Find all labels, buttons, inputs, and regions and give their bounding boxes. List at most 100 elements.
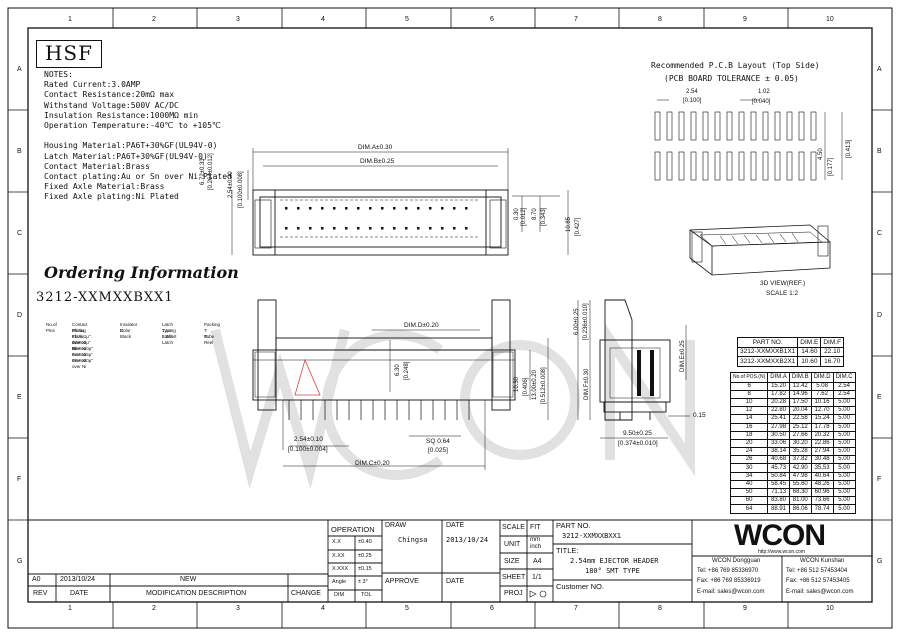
date-value: 2013/10/24 <box>446 536 489 544</box>
table-cell: 16 <box>729 422 769 432</box>
table-cell: 35.53 <box>810 463 834 473</box>
zone-col-8-bottom: 8 <box>658 605 662 612</box>
ordering-option: R: Reel <box>204 334 214 345</box>
table-cell: 5.00 <box>832 430 856 440</box>
table-cell: 73.66 <box>810 496 834 506</box>
dim-d6: 6.30 <box>395 364 401 376</box>
table-row: PART NO. DIM.E DIM.F <box>736 337 845 348</box>
draw-value: Chingsa <box>398 536 428 544</box>
table-cell: 60.96 <box>810 488 834 498</box>
table-cell: 2.54 <box>832 381 856 391</box>
size-label: SIZE <box>504 558 520 565</box>
dim-d5b: [0.427] <box>575 217 581 236</box>
ordering-option: B: Black <box>120 328 132 339</box>
pcb-dim-450: 4.50 <box>818 148 824 160</box>
table-cell: 5.00 <box>832 455 856 465</box>
wcon-logo: WCON <box>734 519 826 552</box>
table-cell: 30 <box>729 463 769 473</box>
dim-d5: 10.85 <box>566 216 572 232</box>
zone-col-9-bottom: 9 <box>743 605 747 612</box>
table-cell: 25.41 <box>767 414 790 424</box>
rev-row-rev: A0 <box>32 576 41 583</box>
note-line: Insulation Resistance:1000MΩ min <box>44 110 199 120</box>
unit-label: UNIT <box>504 541 521 548</box>
table-header-cell: DIM.A <box>767 372 790 383</box>
ordering-option: 81:Au1μ" over Ni <box>72 334 91 345</box>
table-cell: 5.00 <box>832 422 856 432</box>
table-cell: 45.73 <box>767 463 790 473</box>
dim-d9: 2.54±0.10 <box>294 436 323 443</box>
zone-col-1: 1 <box>68 16 72 23</box>
size-value: A4 <box>533 558 542 565</box>
website: http://www.wcon.com <box>758 549 805 555</box>
table-cell: 2.54 <box>832 389 856 399</box>
note-line <box>44 131 232 141</box>
part-dim-table: PART NO. DIM.E DIM.F 3212-XXMXXB1X1 14.6… <box>736 337 845 367</box>
operation-label: OPERATION <box>331 525 375 534</box>
ordering-code: 3212-XXMXXBXX1 <box>36 290 174 305</box>
zone-col-7-bottom: 7 <box>574 605 578 612</box>
dim-d1: 6.72±0.33 <box>200 158 206 185</box>
table-cell: 30.48 <box>810 455 834 465</box>
table-cell: 7.62 <box>810 389 834 399</box>
zone-row-e: E <box>17 394 22 401</box>
rev-header-desc: MODIFICATION DESCRIPTION <box>146 590 247 597</box>
table-cell: 64 <box>729 504 769 514</box>
table-cell: 17.82 <box>767 389 790 399</box>
ordering-label: Contact Plating <box>72 322 88 333</box>
note-line: Latch Material:PA6T+30%GF(UL94V-0) <box>44 151 208 161</box>
ordering-option: 2:Short Latch <box>162 334 177 345</box>
table-cell: 5.00 <box>832 414 856 424</box>
table-cell: 14.60 <box>797 346 822 358</box>
contact2-name: WCON Kunshan <box>800 558 845 564</box>
table-cell: 17.50 <box>788 397 812 408</box>
dim-d6b: [0.248] <box>404 361 410 380</box>
dim-d1b: [0.264±0.012] <box>208 153 214 190</box>
table-row: No.of POS.(N) DIM.A DIM.B DIM.D DIM.C <box>729 372 856 383</box>
table-cell: 10 <box>729 397 769 408</box>
table-header-cell: No.of POS.(N) <box>729 372 769 383</box>
approve-label: APPROVE <box>385 578 419 585</box>
table-cell: 60 <box>729 496 769 506</box>
dim-label: DIM <box>334 592 345 598</box>
table-cell: 86.06 <box>788 504 812 514</box>
table-row: 3212-XXMXXB1X1 14.60 22.10 <box>736 346 845 358</box>
table-cell: 12 <box>729 406 769 416</box>
zone-col-6: 6 <box>490 16 494 23</box>
part-no-label: PART NO. <box>556 521 591 530</box>
dim-e-label: DIM.E±0.25 <box>680 340 686 372</box>
table-cell: 14.96 <box>788 389 812 399</box>
table-cell: 26 <box>729 455 769 465</box>
zone-col-9: 9 <box>743 16 747 23</box>
ordering-option: 85:Au30μ" over Ni <box>72 358 93 369</box>
dim-d15: 0.15 <box>693 412 706 419</box>
table-cell: 20.28 <box>767 397 790 408</box>
scale-field-label: SCALE <box>502 524 525 531</box>
zone-row-c: C <box>17 230 23 237</box>
dim-d14b: [0.374±0.010] <box>618 440 658 447</box>
note-line: Fixed Axle plating:Ni Plated <box>44 192 179 202</box>
zone-row-e-right: E <box>877 394 882 401</box>
dim-d7b: [0.406] <box>523 377 529 396</box>
front-view <box>252 299 579 470</box>
pcb-dim-0040: [0.040] <box>752 99 771 105</box>
tol-label: TOL <box>361 592 372 598</box>
dim-b-label: DIM.B±0.25 <box>360 158 395 165</box>
pcb-dim-0100: [0.100] <box>683 98 702 104</box>
part-no-value: 3212-XXMXXBXX1 <box>562 532 622 540</box>
table-header-cell: DIM.D <box>810 372 834 383</box>
table-row: 3212-XXMXXB2X1 10.60 16.70 <box>736 356 845 367</box>
tol-dim-1: X.X <box>332 539 341 545</box>
scale-field-value: FIT <box>530 524 541 531</box>
table-cell: 22.58 <box>788 414 812 424</box>
table-cell: 68.30 <box>788 488 812 498</box>
note-line: Withstand Voltage:500V AC/DC <box>44 100 179 110</box>
zone-row-b: B <box>17 148 22 155</box>
zone-row-f: F <box>17 476 22 483</box>
zone-col-6-bottom: 6 <box>490 605 494 612</box>
table-cell: 22.80 <box>767 406 790 416</box>
zone-row-f-right: F <box>877 476 882 483</box>
